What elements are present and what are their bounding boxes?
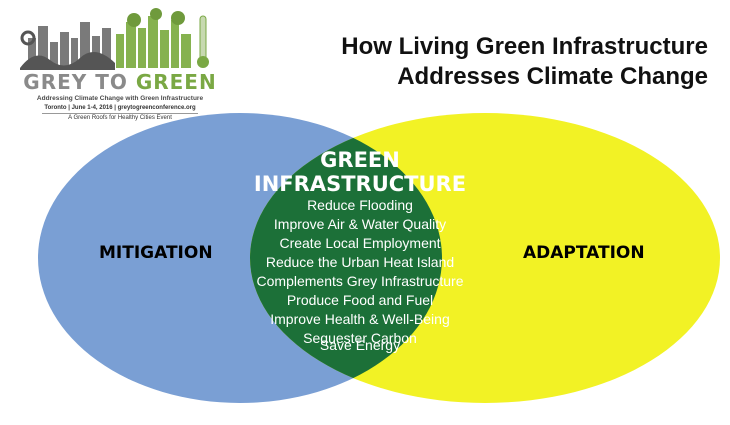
skyline-logo-graphic xyxy=(20,8,209,70)
center-heading-line-2: INFRASTRUCTURE xyxy=(253,172,467,196)
logo-event-line: Toronto | June 1-4, 2016 | greytogreenco… xyxy=(44,105,196,111)
logo-subtitle: Addressing Climate Change with Green Inf… xyxy=(36,95,204,102)
logo-divider xyxy=(42,113,198,114)
benefit-item: Reduce the Urban Heat Island xyxy=(265,254,455,270)
benefit-item: Improve Air & Water Quality xyxy=(273,216,447,232)
benefit-item: Improve Health & Well-Being xyxy=(270,311,450,327)
benefit-item: Complements Grey Infrastructure xyxy=(256,273,464,289)
logo-title: GREY TO GREEN xyxy=(20,70,220,94)
benefit-item: Sequester Carbon xyxy=(303,330,417,346)
benefit-item: Save Energy xyxy=(319,337,401,353)
conference-logo: GREY TO GREEN Addressing Climate Change … xyxy=(20,8,220,123)
benefit-item: Create Local Employment xyxy=(279,235,441,251)
logo-title-green: GREEN xyxy=(135,70,217,94)
benefit-item: Produce Food and Fuel xyxy=(286,292,434,308)
overlap-region xyxy=(250,113,442,403)
logo-title-grey: GREY TO xyxy=(23,70,128,94)
center-heading-line-1: GREEN xyxy=(320,148,400,172)
logo-tagline: A Green Roofs for Healthy Cities Event xyxy=(68,115,172,121)
title-line-2: Addresses Climate Change xyxy=(397,63,708,90)
title-line-1: How Living Green Infrastructure xyxy=(341,33,708,60)
page-title: How Living Green Infrastructure Addresse… xyxy=(341,32,708,92)
adaptation-label: ADAPTATION xyxy=(523,243,645,263)
benefit-item: Reduce Flooding xyxy=(307,197,413,213)
mitigation-label: MITIGATION xyxy=(99,243,213,263)
